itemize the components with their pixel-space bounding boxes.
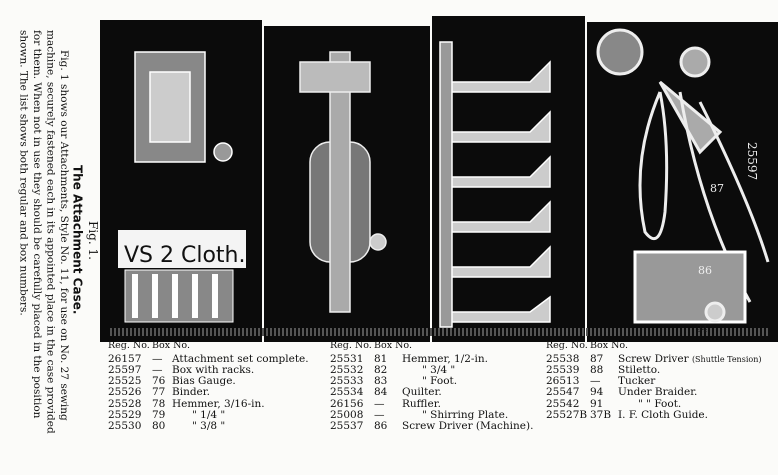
list-item: 26513—Tucker <box>546 375 656 388</box>
box-marking-86: 86 <box>698 264 712 277</box>
attachment-case-illustration: VS 2 Cloth. 25597 87 86 94 <box>100 16 778 342</box>
box-marking-94: 94 <box>696 325 708 335</box>
box-marking-25597: 25597 <box>745 142 759 180</box>
caption-title: The Attachment Case. <box>70 165 85 315</box>
caption-paragraph: Fig. 1 shows our Attachments, Style No. … <box>17 30 71 434</box>
cloth-card <box>118 230 246 268</box>
figure-label: Fig. 1. <box>86 220 100 260</box>
screwdrivers-stiletto <box>596 28 770 324</box>
box-marking-87: 87 <box>710 182 724 195</box>
header-box: Box No. <box>374 340 412 351</box>
list-item: 25597—Box with racks. <box>108 363 255 376</box>
list-item: 26156—Ruffler. <box>330 397 441 410</box>
bias-gauge-binder <box>134 51 233 163</box>
parts-list-column-1: Reg. No.Box No. 26157—Attachment set com… <box>108 341 309 433</box>
header-box: Box No. <box>590 340 628 351</box>
header-reg: Reg. No. <box>546 340 588 351</box>
header-box: Box No. <box>152 340 190 351</box>
hemmers <box>439 41 551 328</box>
header-reg: Reg. No. <box>108 340 150 351</box>
side-caption: Fig. 1. The Attachment Case. Fig. 1 show… <box>4 30 101 450</box>
cloth-card-label: VS 2 Cloth. <box>124 243 246 268</box>
list-item: 26157—Attachment set complete. <box>108 352 309 365</box>
list-item: 25008—" Shirring Plate. <box>330 408 509 421</box>
header-reg: Reg. No. <box>330 340 372 351</box>
ruffler <box>299 51 387 313</box>
